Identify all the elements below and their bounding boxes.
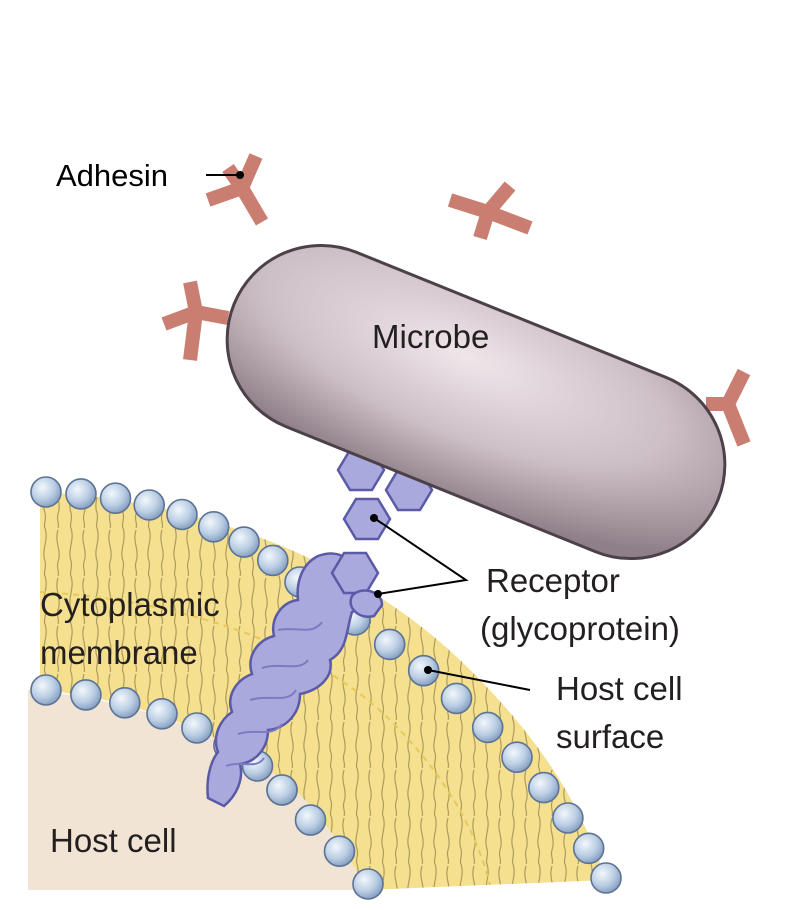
host-surface-label-line2: surface (556, 718, 664, 755)
phospholipid-head (572, 832, 605, 865)
phospholipid-head (407, 654, 440, 687)
receptor-label-line2: (glycoprotein) (480, 610, 680, 647)
leader-lines (206, 171, 531, 691)
receptor-leader-dot-2 (374, 590, 382, 598)
phospholipid-head (590, 862, 622, 894)
phospholipid-head (256, 544, 289, 577)
phospholipid-head (166, 498, 198, 531)
membrane-label-line2: membrane (40, 634, 198, 671)
phospholipid-head (65, 478, 97, 510)
phospholipid-head (552, 802, 584, 834)
adhesin-right (706, 368, 751, 447)
receptor-transmembrane-domain (206, 552, 365, 808)
phospholipid-head (30, 674, 62, 706)
host-cytoplasm (28, 690, 366, 890)
phospholipid-head (99, 482, 132, 515)
membrane-lipid-tails (40, 492, 606, 890)
microbe-label: Microbe (372, 318, 489, 355)
receptor-leader (373, 517, 469, 595)
phospholipid-head (471, 711, 504, 744)
microbe-body (225, 243, 727, 561)
phospholipid-head (294, 804, 327, 836)
receptor-leader-dot-1 (370, 514, 378, 522)
outer-phospholipid-heads (30, 476, 622, 894)
host-surface-leader-dot (424, 666, 432, 674)
membrane-label-line1: Cytoplasmic (40, 586, 220, 623)
host-surface-leader (427, 669, 531, 691)
phospholipid-head (228, 526, 260, 558)
phospholipid-head (373, 628, 406, 661)
host-surface-label-line1: Host cell (556, 670, 683, 707)
adhesin-top-left (205, 153, 269, 226)
phospholipid-head (440, 682, 473, 715)
adhesin-label: Adhesin (56, 158, 168, 193)
adhesin-top-right (447, 181, 533, 241)
phospholipid-head (146, 697, 178, 730)
phospholipid-head (30, 476, 62, 508)
phospholipid-head (197, 510, 230, 543)
phospholipid-head (266, 774, 298, 806)
phospholipid-head (133, 489, 165, 521)
phospholipid-head (527, 771, 560, 804)
phospholipid-head (323, 835, 356, 868)
receptor-label-line1: Receptor (486, 562, 620, 599)
phospholipid-head (352, 868, 384, 900)
adhesin-leader-dot (236, 171, 244, 179)
phospholipid-head (109, 686, 141, 719)
adhesin-left (161, 280, 230, 361)
phospholipid-head (501, 741, 533, 774)
membrane-midline (39, 591, 491, 886)
phospholipid-head (181, 712, 213, 744)
phospholipid-head (70, 679, 102, 711)
host-cell-label: Host cell (50, 822, 177, 859)
